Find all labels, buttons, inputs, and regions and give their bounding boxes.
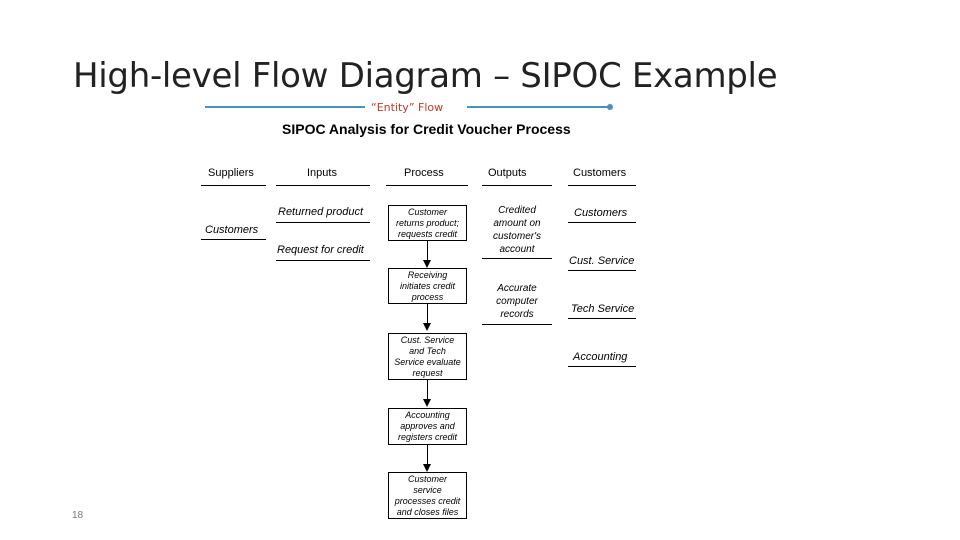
process-step-3-line-4: request — [412, 367, 443, 378]
process-step-2-line-3: process — [411, 291, 444, 302]
arrow-1-to-2-head — [423, 260, 431, 268]
output-credited-amount: Credited amount on customer's account — [482, 204, 552, 256]
header-underline-process — [386, 185, 468, 186]
input-returned-product: Returned product — [278, 206, 363, 218]
process-step-4-line-1: Accounting — [405, 410, 450, 420]
process-step-4-line-3: registers credit — [397, 432, 458, 442]
page-number: 18 — [72, 510, 84, 521]
entity-flow-label: “Entity” Flow — [371, 101, 444, 114]
supplier-underline — [201, 239, 266, 240]
entity-flow-arrow-end — [607, 104, 613, 110]
header-process: Process — [404, 167, 444, 179]
header-suppliers: Suppliers — [208, 167, 254, 179]
output-2-line-3: records — [500, 309, 534, 320]
input-request-for-credit: Request for credit — [277, 244, 364, 256]
supplier-customers: Customers — [205, 224, 259, 236]
output-underline-1 — [482, 258, 552, 259]
arrow-2-to-3-line — [427, 304, 428, 324]
process-step-5-line-1: Customer — [407, 473, 447, 484]
process-step-1-line-2: returns product; — [395, 217, 460, 228]
input-underline-1 — [276, 222, 370, 223]
header-inputs: Inputs — [307, 167, 337, 179]
process-step-4-line-2: approves and — [400, 421, 455, 431]
customer-underline-3 — [568, 318, 636, 319]
process-step-5-line-4: and closes files — [396, 506, 459, 517]
arrow-4-to-5-head — [423, 464, 431, 472]
customer-customers: Customers — [574, 207, 628, 219]
process-step-2-line-1: Receiving — [407, 269, 448, 280]
customer-cust-service: Cust. Service — [569, 255, 635, 267]
input-underline-2 — [276, 260, 370, 261]
customer-underline-4 — [568, 366, 636, 367]
process-step-2: Receiving initiates credit process — [388, 268, 467, 304]
output-2-line-1: Accurate — [497, 283, 537, 294]
arrow-3-to-4-line — [427, 380, 428, 400]
arrow-4-to-5-line — [427, 445, 428, 465]
process-step-3-line-2: and Tech — [409, 345, 446, 356]
process-step-3-line-1: Cust. Service — [400, 334, 455, 345]
process-step-1-line-1: Customer — [407, 206, 447, 217]
output-1-line-4: account — [499, 244, 535, 255]
customer-accounting: Accounting — [573, 351, 628, 363]
output-1-line-1: Credited — [498, 205, 536, 216]
customer-tech-service: Tech Service — [571, 303, 635, 315]
header-customers: Customers — [573, 167, 627, 179]
process-step-3: Cust. Service and Tech Service evaluate … — [388, 333, 467, 380]
diagram-title: SIPOC Analysis for Credit Voucher Proces… — [282, 121, 571, 137]
entity-flow-line-right — [467, 106, 609, 108]
process-step-3-line-3: Service evaluate — [394, 356, 461, 367]
entity-flow-line-left — [205, 106, 365, 108]
output-2-line-2: computer — [496, 296, 538, 307]
process-step-1: Customer returns product; requests credi… — [388, 205, 467, 241]
arrow-3-to-4-head — [423, 399, 431, 407]
slide-title: High-level Flow Diagram – SIPOC Example — [73, 56, 778, 96]
arrow-2-to-3-head — [423, 323, 431, 331]
output-accurate-records: Accurate computer records — [482, 282, 552, 321]
output-1-line-3: customer's — [492, 231, 542, 242]
process-step-5-line-2: service — [413, 484, 442, 495]
header-underline-suppliers — [201, 185, 266, 186]
customer-underline-1 — [568, 222, 636, 223]
arrow-1-to-2-line — [427, 241, 428, 261]
process-step-4: Accounting approves and registers credit — [388, 408, 467, 445]
header-outputs: Outputs — [488, 167, 527, 179]
output-1-line-2: amount on — [493, 218, 541, 229]
header-underline-inputs — [276, 185, 370, 186]
process-step-2-line-2: initiates credit — [399, 280, 456, 291]
header-underline-customers — [568, 185, 636, 186]
customer-underline-2 — [568, 270, 636, 271]
process-step-1-line-3: requests credit — [397, 228, 458, 239]
process-step-5-line-3: processes credit — [394, 495, 461, 506]
header-underline-outputs — [482, 185, 552, 186]
process-step-5: Customer service processes credit and cl… — [388, 472, 467, 519]
output-underline-2 — [482, 324, 552, 325]
